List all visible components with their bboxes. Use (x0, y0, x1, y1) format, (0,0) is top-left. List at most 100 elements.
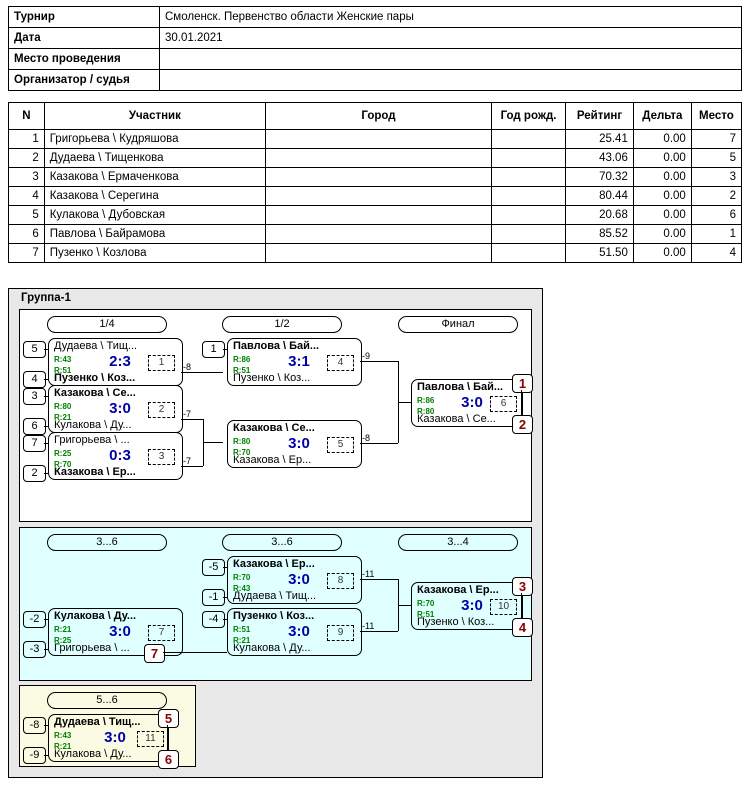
seed-chip-neg9[interactable]: -9 (23, 747, 46, 764)
participant-city (265, 167, 492, 187)
match-box-6-final[interactable]: Павлова \ Бай... R:86 R:80 3:0 6 Казаков… (411, 379, 523, 427)
participant-delta: 0.00 (632, 224, 692, 244)
tournament-info-table: Турнир Смоленск. Первенство области Женс… (8, 6, 742, 91)
participant-place: 7 (690, 129, 743, 149)
participant-rating: 43.06 (565, 148, 634, 168)
participant-delta: 0.00 (632, 148, 692, 168)
match-6-top-name: Павлова \ Бай... (417, 381, 504, 393)
participant-name: Дудаева \ Тищенкова (43, 148, 267, 168)
match-10-bot-name: Пузенко \ Коз... (417, 616, 495, 628)
match-8-score: 3:0 (288, 571, 310, 588)
participant-rating: 25.41 (565, 129, 634, 149)
info-row-tournament: Турнир Смоленск. Первенство области Женс… (8, 6, 742, 28)
match-box-5[interactable]: Казакова \ Се... R:80 R:70 3:0 5 Казаков… (227, 420, 362, 468)
match-box-11[interactable]: Дудаева \ Тищ... R:43 R:21 3:0 11 Кулако… (48, 714, 169, 762)
participant-name: Пузенко \ Козлова (43, 243, 267, 263)
seed-chip-4[interactable]: 4 (23, 371, 46, 388)
participant-city (265, 205, 492, 225)
match-11-top-name: Дудаева \ Тищ... (54, 716, 141, 728)
match-box-1[interactable]: Дудаева \ Тищ... R:43 R:51 2:3 1 Пузенко… (48, 338, 183, 386)
seed-chip-neg4[interactable]: -4 (202, 611, 225, 628)
match-4-score: 3:1 (288, 353, 310, 370)
link-tag-m3: -7 (183, 456, 192, 466)
seed-chip-neg3[interactable]: -3 (23, 641, 46, 658)
place-badge-3: 3 (512, 577, 533, 596)
match-box-4[interactable]: Павлова \ Бай... R:86 R:51 3:1 4 Пузенко… (227, 338, 362, 386)
match-5-bot-name: Казакова \ Ер... (233, 454, 312, 466)
participant-n: 4 (8, 186, 45, 206)
consolation-bracket-panel: 3...6 3...6 3...4 -5 -1 -2 -3 -4 Кулаков… (19, 527, 533, 681)
info-label-tournament: Турнир (8, 6, 160, 28)
participant-rating: 80.44 (565, 186, 634, 206)
participant-place: 1 (690, 224, 743, 244)
match-6-top-rating: R:86 (417, 396, 435, 405)
match-7-bot-rating: R:25 (54, 636, 72, 645)
seed-chip-neg2[interactable]: -2 (23, 611, 46, 628)
participant-rating: 85.52 (565, 224, 634, 244)
match-4-bot-name: Пузенко \ Коз... (233, 372, 311, 384)
seed-chip-3[interactable]: 3 (23, 388, 46, 405)
participant-year (490, 205, 567, 225)
seed-chip-neg8[interactable]: -8 (23, 717, 46, 734)
participant-name: Казакова \ Ермаченкова (43, 167, 267, 187)
seed-chip-2[interactable]: 2 (23, 465, 46, 482)
col-header-city: Город (265, 102, 492, 130)
seed-chip-neg5[interactable]: -5 (202, 559, 225, 576)
match-8-number: 8 (327, 573, 354, 589)
match-3-score: 0:3 (109, 447, 131, 464)
round-label-cons-1: 3...6 (47, 534, 167, 551)
participants-header-row: N Участник Город Год рожд. Рейтинг Дельт… (8, 102, 743, 130)
match-box-9[interactable]: Пузенко \ Коз... R:51 R:21 3:0 9 Кулаков… (227, 608, 362, 656)
info-row-organizer: Организатор / судья (8, 69, 742, 91)
match-6-score: 3:0 (461, 394, 483, 411)
participant-place: 4 (690, 243, 743, 263)
match-6-bot-rating: R:80 (417, 407, 435, 416)
col-header-delta: Дельта (632, 102, 692, 130)
match-box-7[interactable]: Кулакова \ Ду... R:21 R:25 3:0 7 Григорь… (48, 608, 183, 656)
match-11-bot-name: Кулакова \ Ду... (54, 748, 132, 760)
participant-delta: 0.00 (632, 205, 692, 225)
match-1-top-name: Дудаева \ Тищ... (54, 340, 138, 352)
match-7-score: 3:0 (109, 623, 131, 640)
info-row-date: Дата 30.01.2021 (8, 27, 742, 49)
participant-name: Григорьева \ Кудряшова (43, 129, 267, 149)
match-5-bot-rating: R:70 (233, 448, 251, 457)
match-3-bot-rating: R:70 (54, 460, 72, 469)
participant-n: 3 (8, 167, 45, 187)
participant-city (265, 224, 492, 244)
match-11-top-rating: R:43 (54, 731, 72, 740)
info-value-organizer (159, 69, 742, 91)
seed-chip-6[interactable]: 6 (23, 418, 46, 435)
match-5-number: 5 (327, 437, 354, 453)
match-box-8[interactable]: Казакова \ Ер... R:70 R:43 3:0 8 Дудаева… (227, 556, 362, 604)
seed-chip-1[interactable]: 1 (202, 341, 225, 358)
round-label-cons-2: 3...6 (222, 534, 342, 551)
seed-chip-7[interactable]: 7 (23, 435, 46, 452)
participant-place: 2 (690, 186, 743, 206)
place-badge-6: 6 (158, 750, 179, 769)
link-tag-m4: -9 (362, 351, 371, 361)
match-5-score: 3:0 (288, 435, 310, 452)
match-box-2[interactable]: Казакова \ Се... R:80 R:21 3:0 2 Кулаков… (48, 385, 183, 433)
match-box-10[interactable]: Казакова \ Ер... R:70 R:51 3:0 10 Пузенк… (411, 582, 523, 630)
info-label-organizer: Организатор / судья (8, 69, 160, 91)
seed-chip-5[interactable]: 5 (23, 341, 46, 358)
participant-delta: 0.00 (632, 243, 692, 263)
col-header-year: Год рожд. (490, 102, 567, 130)
participant-n: 6 (8, 224, 45, 244)
match-10-top-name: Казакова \ Ер... (417, 584, 499, 596)
match-2-number: 2 (148, 402, 175, 418)
round-label-semi: 1/2 (222, 316, 342, 333)
participant-rating: 70.32 (565, 167, 634, 187)
match-box-3[interactable]: Григорьева \ ... R:25 R:70 0:3 3 Казаков… (48, 432, 183, 480)
place-badge-2: 2 (512, 415, 533, 434)
participant-place: 6 (690, 205, 743, 225)
seed-chip-neg1[interactable]: -1 (202, 589, 225, 606)
